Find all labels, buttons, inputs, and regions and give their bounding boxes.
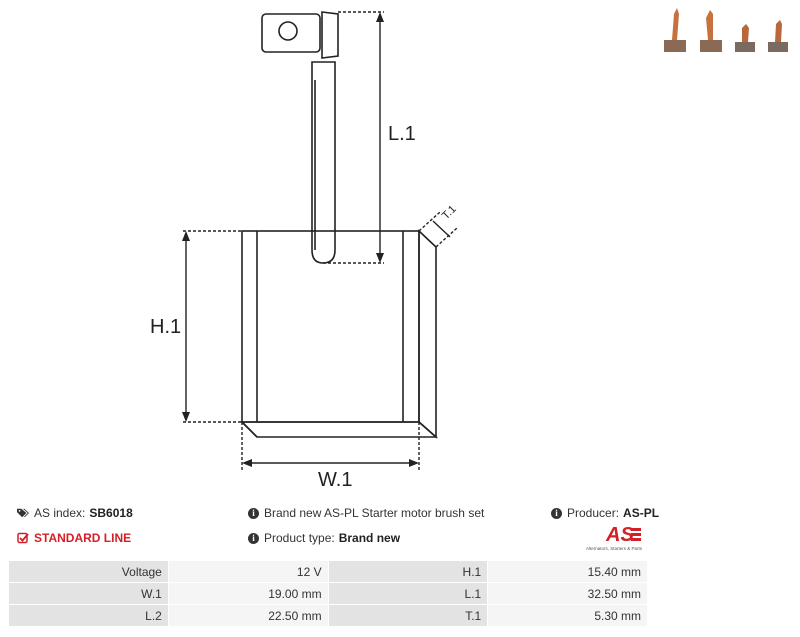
product-type-label: Product type: bbox=[264, 531, 335, 545]
as-index: AS index:SB6018 bbox=[17, 506, 133, 520]
spec-value: 32.50 mm bbox=[487, 582, 648, 605]
producer: i Producer:AS-PL bbox=[551, 506, 659, 520]
info-icon: i bbox=[248, 532, 259, 544]
t1-dimension-line bbox=[432, 220, 451, 238]
brush-thumbnail-icon[interactable] bbox=[664, 8, 686, 52]
info-icon: i bbox=[551, 507, 562, 519]
spec-value: 19.00 mm bbox=[167, 582, 329, 605]
svg-text:AS: AS bbox=[605, 524, 634, 546]
w1-label: W.1 bbox=[318, 469, 352, 491]
info-icon: i bbox=[248, 507, 259, 519]
h1-label: H.1 bbox=[150, 316, 181, 338]
as-index-label: AS index: bbox=[34, 506, 86, 520]
table-row: Voltage 12 V H.1 15.40 mm bbox=[8, 560, 648, 583]
brush-body-bottom bbox=[240, 421, 439, 438]
product-type-value: Brand new bbox=[338, 531, 401, 545]
table-row: L.2 22.50 mm T.1 5.30 mm bbox=[8, 604, 648, 627]
product-line: STANDARD LINE bbox=[17, 531, 131, 545]
brush-body-front bbox=[241, 230, 420, 423]
product-thumbnails bbox=[664, 8, 788, 52]
spec-key: W.1 bbox=[8, 582, 169, 605]
spec-value: 22.50 mm bbox=[167, 604, 329, 627]
brush-thumbnail-icon[interactable] bbox=[735, 24, 755, 52]
spec-key: Voltage bbox=[8, 560, 169, 583]
as-index-value: SB6018 bbox=[89, 506, 133, 520]
description: i Brand new AS-PL Starter motor brush se… bbox=[248, 506, 484, 520]
tags-icon bbox=[17, 508, 29, 518]
terminal-tab bbox=[261, 13, 321, 53]
producer-value: AS-PL bbox=[623, 506, 660, 520]
product-line-label: STANDARD LINE bbox=[34, 531, 132, 545]
checkbox-checked-icon bbox=[17, 532, 29, 544]
spec-key: L.1 bbox=[327, 582, 489, 605]
brush-thumbnail-icon[interactable] bbox=[700, 10, 722, 52]
brush-technical-drawing: L.1 H.1 W.1 T.1 bbox=[150, 11, 459, 491]
l1-label: L.1 bbox=[388, 123, 416, 145]
svg-text:Alternators, Starters & Parts: Alternators, Starters & Parts bbox=[586, 546, 643, 551]
spec-value: 15.40 mm bbox=[487, 560, 648, 583]
description-text: Brand new AS-PL Starter motor brush set bbox=[264, 506, 485, 520]
brush-thumbnail-icon[interactable] bbox=[768, 20, 788, 52]
as-pl-logo-mark: AS Alternators, Starters & Parts bbox=[586, 524, 643, 551]
spec-key: H.1 bbox=[327, 560, 489, 583]
spec-value: 5.30 mm bbox=[487, 604, 648, 627]
terminal-hole bbox=[278, 21, 298, 41]
spec-key: T.1 bbox=[327, 604, 489, 627]
product-type: i Product type:Brand new bbox=[248, 531, 400, 545]
brush-body-side bbox=[418, 229, 437, 439]
spec-key: L.2 bbox=[8, 604, 169, 627]
spec-value: 12 V bbox=[167, 560, 329, 583]
table-row: W.1 19.00 mm L.1 32.50 mm bbox=[8, 582, 648, 605]
as-pl-logo: AS Alternators, Starters & Parts bbox=[586, 523, 648, 553]
producer-label: Producer: bbox=[567, 506, 620, 520]
t1-label: T.1 bbox=[440, 203, 459, 222]
spec-table: Voltage 12 V H.1 15.40 mm W.1 19.00 mm L… bbox=[8, 560, 648, 627]
